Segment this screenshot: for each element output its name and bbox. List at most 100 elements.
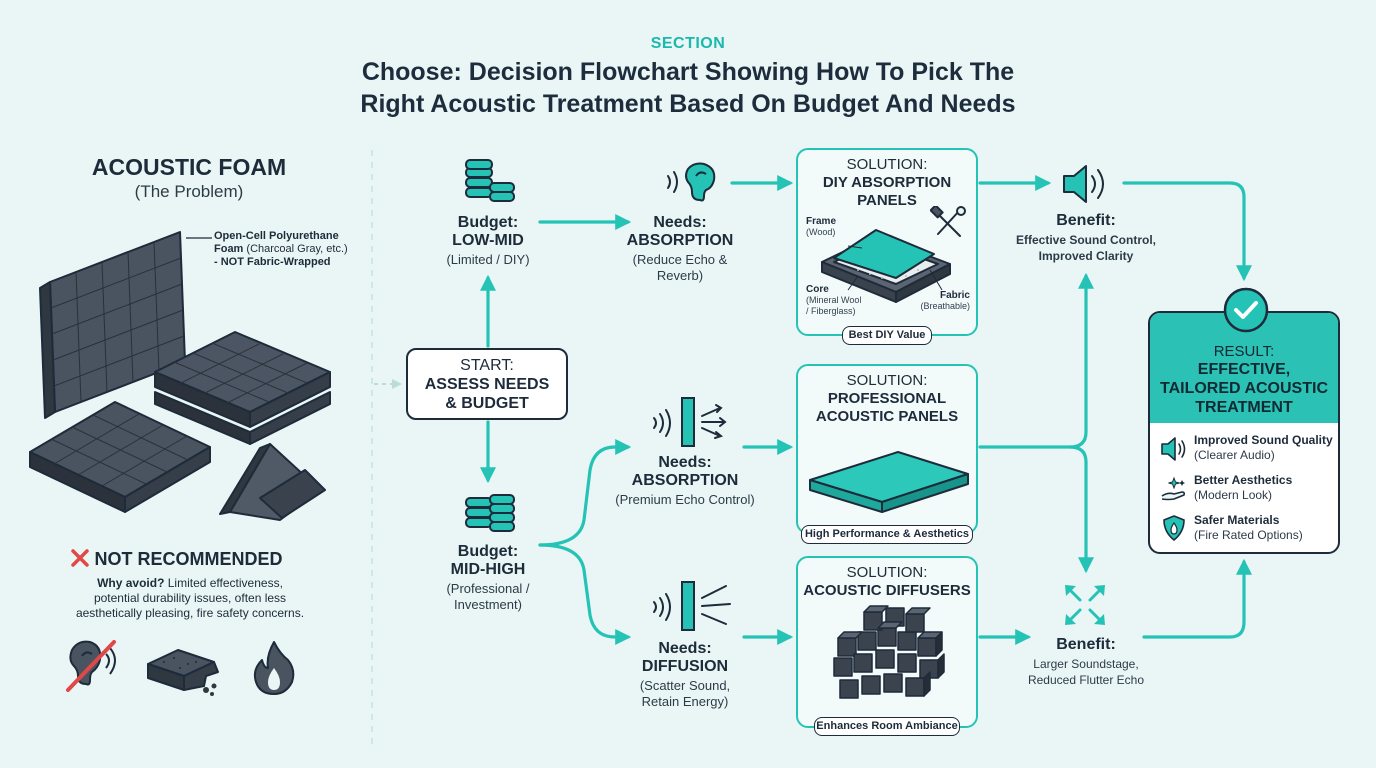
solution-pro-card[interactable]: SOLUTION: PROFESSIONAL ACOUSTIC PANELS — [796, 364, 978, 534]
benefit-bottom-line-2: Reduced Flutter Echo — [1027, 673, 1145, 687]
crumbling-foam-icon — [147, 649, 219, 696]
hammer-wrench-icon — [930, 206, 966, 237]
shield-flame-icon — [1163, 515, 1185, 541]
panel-diffusing-waves-icon — [653, 581, 731, 631]
result-line-3: TREATMENT — [1195, 399, 1293, 416]
sparkle-hand-icon — [1161, 476, 1186, 501]
budget-high-line-2: MID-HIGH — [450, 561, 526, 578]
badge-best-diy-value: Best DIY Value — [842, 326, 932, 345]
why-avoid-line-1: Why avoid? Limited effectiveness, — [97, 576, 283, 590]
budget-high-sub-1: (Professional / — [446, 581, 530, 596]
foam-note: Open-Cell Polyurethane Foam (Charcoal Gr… — [214, 230, 374, 269]
solution-diy-label: SOLUTION: — [846, 156, 928, 173]
diy-fabric-sub: (Breathable) — [920, 301, 970, 311]
page-title-line-2: Right Acoustic Treatment Based On Budget… — [360, 90, 1016, 118]
budget-low-line-1: Budget: — [457, 214, 519, 231]
solution-diy-name-1: DIY ABSORPTION — [822, 174, 952, 191]
problem-title: ACOUSTIC FOAM — [91, 154, 287, 180]
crossed-ear-icon — [66, 640, 116, 692]
solution-diffusers-label: SOLUTION: — [846, 564, 928, 581]
panel-absorbing-waves-icon — [653, 397, 727, 447]
result-item: Improved Sound Quality (Clearer Audio) — [1160, 433, 1335, 469]
coins-stack-icon-high — [465, 494, 515, 532]
budget-high-line-1: Budget: — [457, 543, 519, 560]
solution-diy-card[interactable]: SOLUTION: DIY ABSORPTION PANELS Frame (W… — [796, 148, 978, 336]
foam-note-leader — [186, 237, 212, 239]
flame-icon — [253, 641, 295, 695]
needs-absorption-high-sub: (Premium Echo Control) — [615, 492, 755, 507]
result-label: RESULT: — [1213, 343, 1275, 360]
foam-note-line-3: - NOT Fabric-Wrapped — [214, 256, 331, 268]
diy-frame-sub: (Wood) — [806, 227, 836, 237]
benefit-bottom-line-1: Larger Soundstage, — [1033, 657, 1139, 671]
solution-pro-name-1: PROFESSIONAL — [827, 390, 947, 407]
needs-absorption-low-sub: (Reduce Echo & Reverb) — [632, 252, 728, 283]
professional-panel-illustration — [809, 451, 969, 513]
needs-diffusion-sub-1: (Scatter Sound, — [639, 678, 731, 693]
needs-absorption-high-line-1: Needs: — [658, 454, 712, 471]
why-avoid-line-2: potential durability issues, often less — [93, 591, 287, 605]
speaker-icon — [1161, 437, 1186, 461]
solution-pro-label: SOLUTION: — [846, 372, 928, 389]
diy-core-sub-2: / Fiberglass) — [806, 306, 856, 316]
needs-absorption-high-line-2: ABSORPTION — [631, 472, 739, 489]
budget-high-node[interactable]: Budget: MID-HIGH (Professional / Investm… — [418, 543, 558, 613]
result-card[interactable]: RESULT: EFFECTIVE, TAILORED ACOUSTIC TRE… — [1148, 311, 1340, 554]
needs-absorption-low-node[interactable]: Needs: ABSORPTION (Reduce Echo & Reverb) — [610, 214, 750, 284]
checkmark-badge-icon — [1223, 287, 1269, 333]
expand-arrows-icon — [1065, 585, 1105, 625]
arrow-benefit-bottom-to-result — [1142, 558, 1252, 639]
result-item: Better Aesthetics (Modern Look) — [1160, 473, 1335, 509]
needs-absorption-low-line-1: Needs: — [653, 214, 707, 231]
start-box[interactable]: START: ASSESS NEEDS & BUDGET — [406, 348, 568, 420]
not-recommended-label: NOT RECOMMENDED — [94, 549, 283, 569]
section-tag: SECTION — [650, 35, 726, 52]
needs-diffusion-line-2: DIFFUSION — [641, 658, 729, 675]
benefit-bottom-title: Benefit: — [1056, 636, 1116, 653]
badge-enhances-ambiance: Enhances Room Ambiance — [814, 717, 960, 736]
result-item-2-head: Better Aesthetics — [1194, 473, 1293, 487]
solution-diffusers-card[interactable]: SOLUTION: ACOUSTIC DIFFUSERS — [796, 556, 978, 728]
needs-diffusion-sub-2: Retain Energy) — [641, 694, 729, 709]
why-avoid-text: Why avoid? Limited effectiveness, potent… — [40, 576, 340, 621]
needs-diffusion-line-1: Needs: — [658, 640, 712, 657]
arrow-budget-high-split-up — [538, 439, 632, 547]
budget-low-node[interactable]: Budget: LOW-MID (Limited / DIY) — [418, 214, 558, 268]
diy-core-sub-1: (Mineral Wool — [806, 295, 862, 305]
benefit-top-line-2: Improved Clarity — [1038, 249, 1134, 263]
needs-diffusion-node[interactable]: Needs: DIFFUSION (Scatter Sound, Retain … — [610, 640, 760, 710]
result-item-2-sub: (Modern Look) — [1194, 488, 1273, 502]
needs-absorption-high-node[interactable]: Needs: ABSORPTION (Premium Echo Control) — [610, 454, 760, 508]
start-line-3: & BUDGET — [445, 395, 529, 412]
result-item-3-sub: (Fire Rated Options) — [1194, 528, 1303, 542]
start-line-2: ASSESS NEEDS — [424, 376, 550, 393]
start-label: START: — [460, 357, 514, 374]
budget-low-sub: (Limited / DIY) — [446, 252, 530, 267]
budget-high-sub-2: Investment) — [454, 597, 522, 612]
benefit-top-title: Benefit: — [1056, 212, 1116, 229]
badge-high-performance: High Performance & Aesthetics — [801, 525, 973, 544]
foam-note-line-1: Open-Cell Polyurethane — [214, 230, 339, 242]
diy-panel-diagram — [821, 229, 951, 303]
result-line-2: TAILORED ACOUSTIC — [1160, 380, 1328, 397]
needs-absorption-low-line-2: ABSORPTION — [626, 232, 734, 249]
why-avoid-line-3: aesthetically pleasing, fire safety conc… — [75, 606, 305, 620]
solution-diy-name-2: PANELS — [857, 192, 917, 209]
problem-subtitle: (The Problem) — [134, 182, 244, 201]
arrow-pro-to-benefit-bottom — [1068, 445, 1094, 574]
result-item-1-head: Improved Sound Quality — [1194, 433, 1333, 447]
diy-core-label: Core (Mineral Wool / Fiberglass) — [806, 284, 861, 317]
arrow-benefit-to-result — [1122, 181, 1252, 282]
x-mark-icon — [71, 549, 89, 567]
page-title-line-1: Choose: Decision Flowchart Showing How T… — [361, 58, 1015, 86]
benefit-top-line-1: Effective Sound Control, — [1015, 233, 1156, 247]
speaker-sound-icon — [1063, 165, 1104, 203]
result-item-3-head: Safer Materials — [1194, 513, 1280, 527]
result-line-1: EFFECTIVE, — [1197, 361, 1291, 378]
ear-listening-icon — [667, 162, 716, 202]
budget-low-line-2: LOW-MID — [452, 232, 524, 249]
arrow-budget-high-split-down — [538, 543, 632, 645]
diy-frame-label: Frame (Wood) — [806, 216, 836, 238]
acoustic-foam-illustration — [29, 231, 331, 521]
